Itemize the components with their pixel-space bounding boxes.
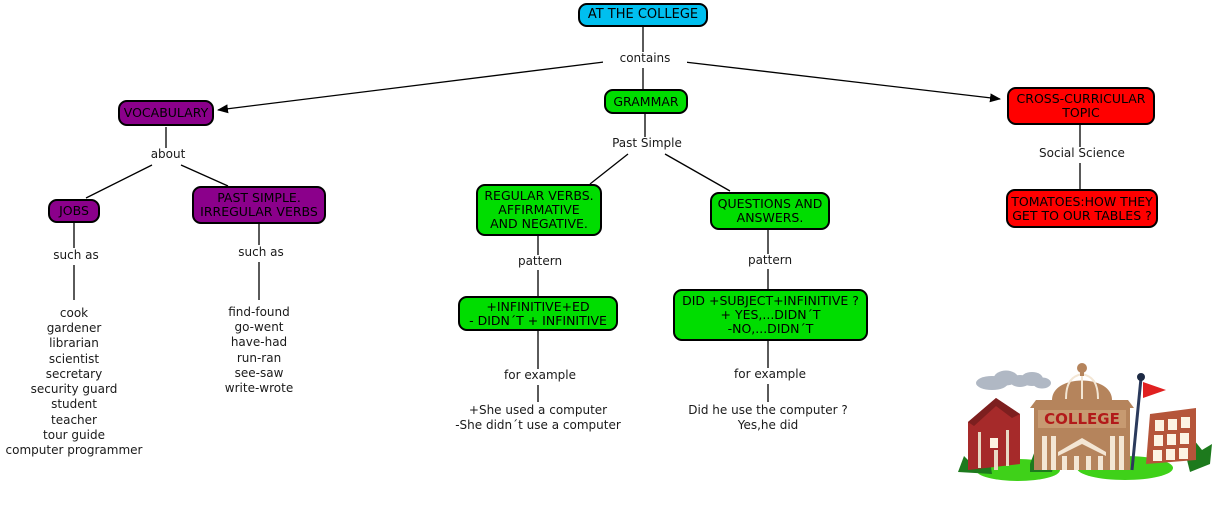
node-past-simple-irregular-verbs[interactable]: PAST SIMPLE. IRREGULAR VERBS — [192, 186, 326, 224]
link-label-for-example-left: for example — [493, 368, 587, 383]
node-grammar[interactable]: GRAMMAR — [604, 89, 688, 114]
node-affirmative-pattern[interactable]: +INFINITIVE+ED - DIDN´T + INFINITIVE — [458, 296, 618, 331]
edge-about-jobs — [85, 164, 153, 199]
flagpole-icon — [1130, 373, 1166, 471]
node-cross-curricular-topic[interactable]: CROSS-CURRICULAR TOPIC — [1007, 87, 1155, 125]
link-label-pattern-right: pattern — [733, 253, 807, 268]
node-tomatoes[interactable]: TOMATOES:HOW THEY GET TO OUR TABLES ? — [1006, 189, 1158, 228]
link-label-social-science: Social Science — [1022, 146, 1142, 161]
edge-contains-vocabulary — [217, 60, 613, 114]
link-label-contains: contains — [603, 51, 687, 66]
link-label-such-as-verbs: such as — [219, 245, 303, 260]
node-vocabulary[interactable]: VOCABULARY — [118, 100, 214, 126]
edge-contains-cross-curricular — [675, 60, 1001, 103]
jobs-list: cook gardener librarian scientist secret… — [5, 306, 143, 458]
node-at-the-college[interactable]: AT THE COLLEGE — [578, 3, 708, 27]
node-jobs[interactable]: JOBS — [48, 199, 100, 223]
cloud-icon — [976, 370, 1051, 390]
central-college-building: COLLEGE — [1030, 363, 1134, 470]
college-buildings-illustration: COLLEGE — [958, 363, 1212, 481]
edge-pastsimple-regular — [589, 153, 629, 185]
irregular-verbs-list: find-found go-went have-had run-ran see-… — [224, 305, 294, 396]
college-sign-text: COLLEGE — [1044, 410, 1120, 428]
node-question-pattern[interactable]: DID +SUBJECT+INFINITIVE ? + YES,...DIDN´… — [673, 289, 868, 341]
affirmative-example-text: +She used a computer -She didn´t use a c… — [455, 403, 621, 433]
left-building — [968, 398, 1020, 470]
question-example-text: Did he use the computer ? Yes,he did — [688, 403, 848, 433]
right-building — [1146, 408, 1196, 464]
edge-about-past-simple — [180, 164, 229, 187]
node-questions-and-answers[interactable]: QUESTIONS AND ANSWERS. — [710, 192, 830, 230]
link-label-pattern-left: pattern — [503, 254, 577, 269]
link-label-about: about — [126, 147, 210, 162]
link-label-such-as-jobs: such as — [34, 248, 118, 263]
node-regular-verbs[interactable]: REGULAR VERBS. AFFIRMATIVE AND NEGATIVE. — [476, 184, 602, 236]
link-label-past-simple: Past Simple — [600, 136, 694, 151]
link-label-for-example-right: for example — [723, 367, 817, 382]
edge-pastsimple-questions — [664, 153, 731, 192]
